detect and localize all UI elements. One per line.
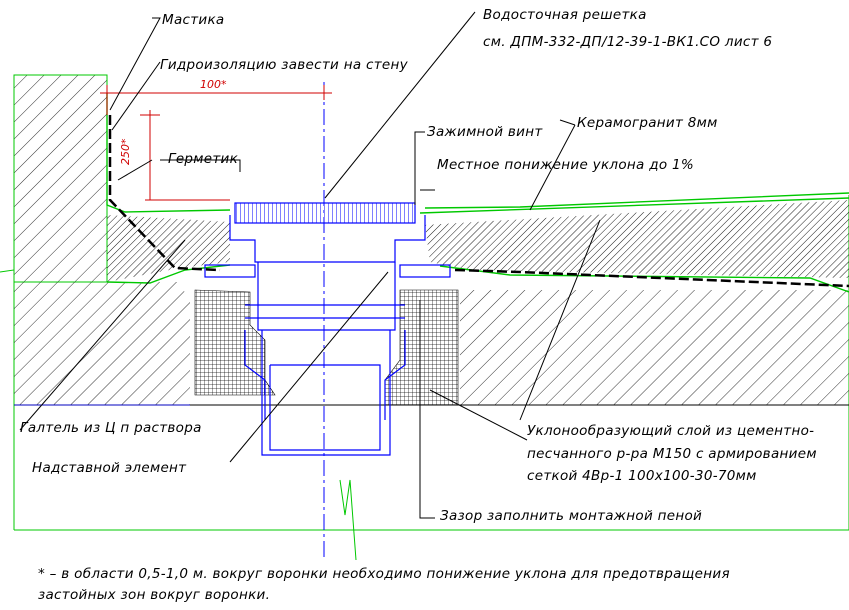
label-local-slope: Местное понижение уклона до 1%: [437, 157, 694, 173]
label-mastika: Мастика: [162, 12, 225, 28]
label-sealant: Герметик: [168, 151, 239, 167]
dimension-horizontal: 100*: [200, 78, 227, 91]
foam-fill: [194, 289, 459, 406]
label-slope-layer-1: Уклонообразующий слой из цементно-: [527, 423, 815, 439]
break-line: [339, 479, 357, 561]
waterproofing-membrane: [108, 115, 849, 288]
label-drain-grate: Водосточная решетка: [483, 7, 647, 23]
finish-outline: [106, 93, 849, 293]
footnote-line-2: застойных зон вокруг воронки.: [38, 587, 271, 603]
drain-body: [204, 202, 451, 456]
label-slope-layer-3: сеткой 4Вр-1 100х100-30-70мм: [527, 468, 757, 484]
dimension-vertical: 250*: [119, 138, 132, 166]
dimension-lines: [100, 85, 332, 201]
footnote-line-1: * – в области 0,5-1,0 м. вокруг воронки …: [38, 566, 730, 582]
label-extension-element: Надставной элемент: [32, 460, 187, 476]
label-foam-gap: Зазор заполнить монтажной пеной: [440, 508, 703, 524]
slope-layer: [107, 200, 849, 282]
wall-section: [13, 74, 108, 283]
label-waterproofing-to-wall: Гидроизоляцию завести на стену: [160, 57, 408, 73]
label-clamp-screw: Зажимной винт: [427, 124, 543, 140]
label-porcelain-tile: Керамогранит 8мм: [577, 115, 718, 131]
label-fillet: Галтель из Ц п раствора: [20, 420, 202, 436]
label-drain-grate-ref: см. ДПМ-332-ДП/12-39-1-ВК1.СО лист 6: [483, 34, 773, 50]
label-slope-layer-2: песчанного р-ра М150 с армированием: [527, 446, 817, 462]
floor-slab: [14, 282, 849, 406]
leader-lines: [19, 11, 601, 519]
